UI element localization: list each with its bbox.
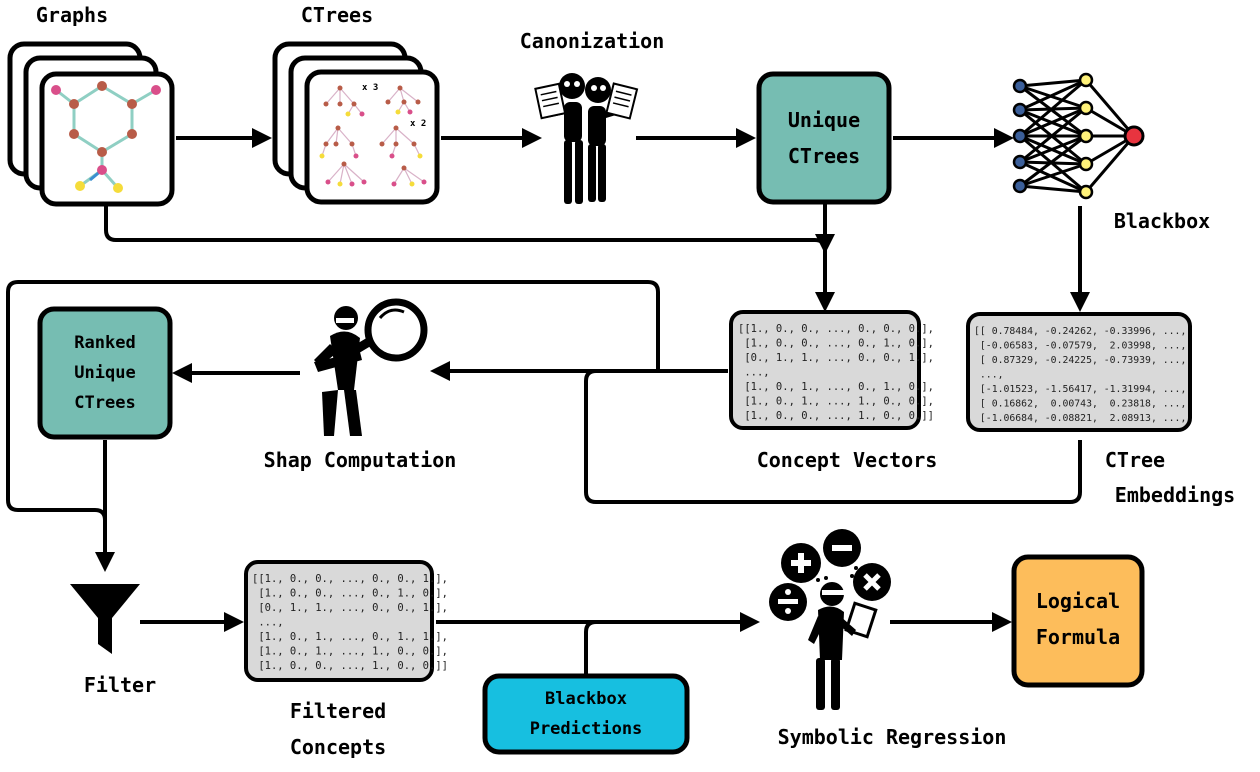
canonization-label: Canonization	[520, 29, 665, 53]
matrix-row: [-1.06684, -0.08821, 2.08913, ...,	[974, 413, 1186, 424]
matrix-row: [ 0.16862, 0.00743, 0.23818, ...,	[974, 399, 1186, 410]
shap-computation-label: Shap Computation	[264, 448, 457, 472]
x2-label: x 2	[410, 119, 426, 129]
logical-formula-box	[1011, 554, 1145, 688]
graphs-label: Graphs	[36, 3, 108, 27]
shap-magnifier-person-icon	[314, 298, 428, 436]
ctree-embeddings-box	[966, 312, 1192, 432]
matrix-row: ...,	[974, 370, 1004, 381]
graphs-stack	[7, 41, 175, 207]
row3-arrows	[140, 612, 1012, 674]
ctree-embeddings-label-2: Embeddings	[1115, 483, 1235, 507]
canonization-people-icon	[534, 73, 639, 204]
matrix-row: [0., 1., 1., ..., 0., 0., 1.],	[738, 352, 934, 364]
matrix-row: ...,	[252, 617, 284, 629]
matrix-row: [1., 0., 1., ..., 1., 0., 0.],	[738, 396, 934, 408]
ranked-unique-ctrees-box	[37, 306, 173, 440]
filtered-concepts-matrix: [[1., 0., 0., ..., 0., 0., 1.], [1., 0.,…	[252, 573, 448, 672]
matrix-row: [-0.06583, -0.07579, 2.03998, ...,	[974, 341, 1186, 352]
ctrees-label: CTrees	[301, 3, 373, 27]
filter-funnel-icon	[70, 584, 140, 654]
matrix-row: ...,	[738, 367, 770, 379]
symbolic-regression-label: Symbolic Regression	[778, 725, 1007, 749]
ranked-label-2: Unique	[74, 363, 135, 383]
concept-vectors-label: Concept Vectors	[757, 448, 938, 472]
blackbox-network-icon	[1012, 72, 1145, 200]
bb-predictions-label-1: Blackbox	[545, 689, 627, 709]
molecule-graph-icon	[51, 81, 161, 193]
concept-vectors-matrix: [[1., 0., 0., ..., 0., 0., 0.], [1., 0.,…	[738, 323, 934, 422]
ranked-label-1: Ranked	[74, 333, 135, 353]
ctrees-stack: x 3 x 2	[272, 41, 440, 205]
matrix-row: [0., 1., 1., ..., 0., 0., 1.],	[252, 602, 448, 614]
blackbox-predictions-box	[482, 673, 690, 755]
filtered-concepts-box	[244, 560, 434, 682]
logical-formula-label-2: Formula	[1036, 625, 1120, 649]
matrix-row: [1., 0., 1., ..., 0., 1., 0.],	[738, 381, 934, 393]
matrix-row: [1., 0., 1., ..., 1., 0., 0.],	[252, 646, 448, 658]
matrix-row: [1., 0., 1., ..., 0., 1., 1.],	[252, 631, 448, 643]
matrix-row: [1., 0., 0., ..., 1., 0., 0.]]	[252, 660, 448, 672]
symbolic-regression-person-icon	[769, 529, 891, 710]
ctree-embeddings-matrix: [[ 0.78484, -0.24262, -0.33996, ..., [-0…	[974, 326, 1186, 424]
matrix-row: [ 0.87329, -0.24225, -0.73939, ...,	[974, 355, 1186, 366]
matrix-row: [[ 0.78484, -0.24262, -0.33996, ...,	[974, 326, 1186, 337]
x3-label: x 3	[362, 83, 378, 93]
row2-arrows	[6, 280, 1082, 572]
ctree-embeddings-label-1: CTree	[1105, 448, 1165, 472]
matrix-row: [[1., 0., 0., ..., 0., 0., 0.],	[738, 323, 934, 335]
unique-ctrees-box	[756, 71, 892, 205]
matrix-row: [1., 0., 0., ..., 0., 1., 0.],	[252, 588, 448, 600]
unique-ctrees-label-2: CTrees	[788, 144, 860, 168]
ranked-label-3: CTrees	[74, 393, 135, 413]
matrix-row: [[1., 0., 0., ..., 0., 0., 1.],	[252, 573, 448, 585]
filter-label: Filter	[84, 673, 156, 697]
blackbox-label: Blackbox	[1114, 209, 1210, 233]
filtered-label-2: Concepts	[290, 735, 386, 759]
filtered-label-1: Filtered	[290, 699, 386, 723]
matrix-row: [1., 0., 0., ..., 0., 1., 0.],	[738, 338, 934, 350]
matrix-row: [1., 0., 0., ..., 1., 0., 0.]]	[738, 410, 934, 422]
row1-arrows	[104, 128, 1090, 312]
logical-formula-label-1: Logical	[1036, 589, 1120, 613]
bb-predictions-label-2: Predictions	[530, 719, 643, 739]
unique-ctrees-label-1: Unique	[788, 108, 860, 132]
matrix-row: [-1.01523, -1.56417, -1.31994, ...,	[974, 384, 1186, 395]
concept-vectors-box	[729, 310, 921, 430]
ctrees-icon	[321, 87, 425, 185]
